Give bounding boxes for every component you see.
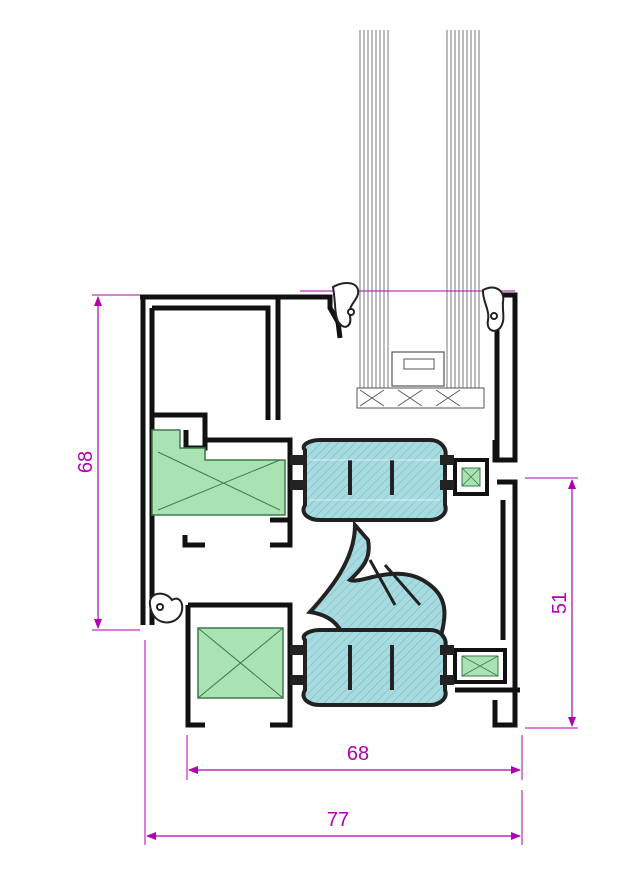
dimension-frame-height: 68	[75, 294, 140, 631]
sash-profile	[185, 479, 520, 728]
dimension-overall-width: 77	[144, 640, 523, 845]
glazing-unit	[300, 30, 515, 409]
frame-glazing-gasket	[331, 281, 360, 328]
frame-insulation-small-upper	[453, 458, 489, 496]
thermal-break-upper	[301, 438, 448, 522]
dimension-overall-width-label: 77	[327, 809, 349, 831]
glass-edge-seal	[356, 387, 485, 409]
central-gasket-hardware	[306, 519, 447, 642]
dimension-sash-height: 51	[525, 477, 578, 729]
sash-gasket-nubs	[290, 455, 454, 685]
sash-insulation-small-lower	[453, 648, 507, 684]
sash-insulation-block	[197, 627, 284, 699]
glass-pane-right	[446, 30, 480, 395]
dimension-sash-height-label: 51	[549, 592, 571, 614]
dimension-sash-width: 68	[186, 735, 523, 780]
glass-spacer-slot	[403, 358, 435, 370]
glass-pane-left	[359, 30, 389, 395]
frame-glazing-gasket-right	[481, 286, 505, 332]
glass-spacer-bar	[391, 351, 445, 387]
frame-insulation-block	[151, 429, 286, 516]
frame-seal-gasket	[148, 592, 184, 624]
dimension-frame-height-label: 68	[75, 451, 97, 473]
thermal-break-lower	[301, 628, 448, 707]
dimension-sash-width-label: 68	[347, 743, 369, 765]
